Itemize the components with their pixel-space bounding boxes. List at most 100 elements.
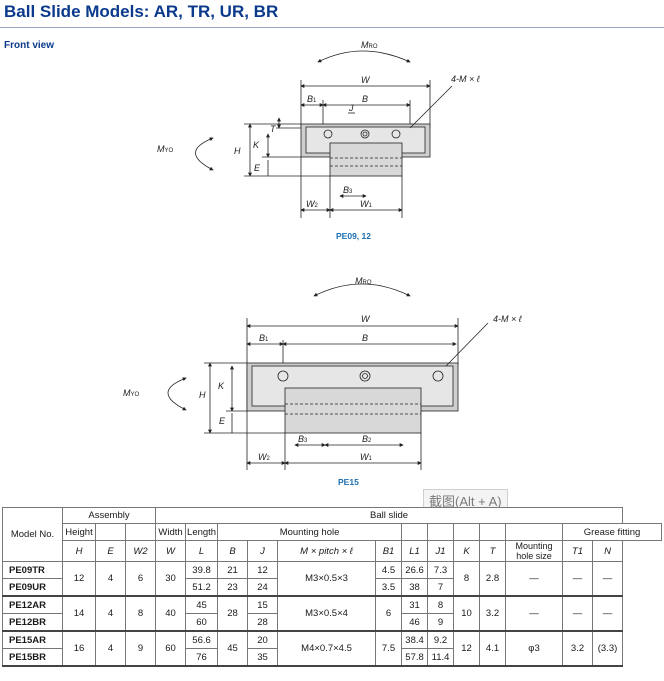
mro-label-top: MRO — [361, 40, 378, 50]
cell-m: M3×0.5×3 — [277, 561, 377, 597]
model-cell: PE09TR — [2, 561, 63, 579]
sym-l1: L1 — [401, 540, 429, 562]
h-label-top: H — [234, 146, 241, 156]
cell-b1: 4.5 — [375, 561, 403, 579]
cell-l: 76 — [185, 648, 219, 667]
b-label-top: B — [362, 94, 368, 104]
cell-w: 60 — [155, 630, 187, 667]
b1-label-bottom: B1 — [259, 333, 269, 343]
cell-t1: — — [562, 561, 594, 597]
cell-w: 40 — [155, 595, 187, 632]
cell-e: 4 — [95, 561, 126, 597]
front-view-label: Front view — [4, 40, 55, 51]
cell-l1: 57.8 — [401, 648, 429, 667]
cell-b1: 3.5 — [375, 578, 403, 597]
cell-b1: 7.5 — [375, 630, 403, 667]
cell-l1: 46 — [401, 613, 429, 632]
sym-t1: T1 — [562, 540, 594, 562]
sym-w: W — [155, 540, 187, 562]
b-label-bottom: B — [362, 333, 368, 343]
cell-l: 60 — [185, 613, 219, 632]
cell-l1: 26.6 — [401, 561, 429, 579]
myo-label-top: MYO — [157, 144, 174, 154]
cell-w2: 9 — [124, 630, 157, 667]
hole-label-bottom: 4-M × ℓ — [493, 314, 522, 324]
cell-l: 51.2 — [185, 578, 219, 597]
header-mounting-hole-size: Mounting hole size — [505, 540, 564, 562]
w-label-bottom: W — [361, 314, 371, 324]
cell-b: 45 — [217, 630, 249, 667]
e-label-bottom: E — [219, 416, 226, 426]
cell-j1: 7 — [427, 578, 455, 597]
header-mounting-hole: Mounting hole — [217, 523, 403, 541]
cell-n: — — [592, 561, 624, 597]
cell-n: — — [592, 595, 624, 632]
cell-b: 23 — [217, 578, 249, 597]
sym-j1: J1 — [427, 540, 455, 562]
header-ball-slide: Ball slide — [155, 507, 624, 524]
cell-j1: 7.3 — [427, 561, 455, 579]
sym-m: M × pitch × ℓ — [277, 540, 377, 562]
sym-n: N — [592, 540, 624, 562]
cell-j: 35 — [247, 648, 279, 667]
header-width: Width — [155, 523, 187, 541]
h-label-bottom: H — [199, 390, 206, 400]
k-label-bottom: K — [218, 381, 225, 391]
cell-t1: — — [562, 595, 594, 632]
cell-m: M3×0.5×4 — [277, 595, 377, 632]
e-label-top: E — [254, 163, 261, 173]
cell-k: 8 — [453, 561, 481, 597]
cell-t: 4.1 — [479, 630, 507, 667]
b3-label-bottom: B3 — [298, 434, 308, 444]
model-cell: PE12BR — [2, 613, 63, 632]
cell-j: 20 — [247, 630, 279, 649]
cell-n: (3.3) — [592, 630, 624, 667]
cell-h: 16 — [62, 630, 96, 667]
caption-pe15: PE15 — [338, 477, 359, 487]
w2-label-top: W2 — [306, 199, 319, 209]
cell-t: 3.2 — [479, 595, 507, 632]
cell-l: 56.6 — [185, 630, 219, 649]
j-label-top: J — [348, 103, 354, 113]
cell-e: 4 — [95, 595, 126, 632]
cell-w: 30 — [155, 561, 187, 597]
title-divider — [0, 27, 664, 28]
cell-j1: 11.4 — [427, 648, 455, 667]
sym-h: H — [62, 540, 96, 562]
b1-label-top: B1 — [307, 94, 317, 104]
cell-m: M4×0.7×4.5 — [277, 630, 377, 667]
page-title: Ball Slide Models: AR, TR, UR, BR — [4, 2, 279, 21]
cell-j1: 9 — [427, 613, 455, 632]
cell-t1: 3.2 — [562, 630, 594, 667]
cell-l: 39.8 — [185, 561, 219, 579]
k-label-top: K — [253, 140, 260, 150]
header-height: Height — [62, 523, 96, 541]
w-label-top: W — [361, 75, 371, 85]
hole-label-top: 4-M × ℓ — [451, 74, 480, 84]
sym-j: J — [247, 540, 279, 562]
cell-size: — — [505, 561, 564, 597]
cell-l1: 38.4 — [401, 630, 429, 649]
drawing-pe09-12 — [195, 50, 453, 218]
cell-l1: 38 — [401, 578, 429, 597]
model-cell: PE12AR — [2, 595, 63, 614]
t-label-top: T — [270, 124, 277, 134]
model-cell: PE09UR — [2, 578, 63, 597]
cell-e: 4 — [95, 630, 126, 667]
cell-j: 15 — [247, 595, 279, 614]
w1-label-top: W1 — [360, 199, 373, 209]
cell-j1: 9.2 — [427, 630, 455, 649]
sym-w2: W2 — [124, 540, 157, 562]
cell-j1: 8 — [427, 595, 455, 614]
cell-w2: 6 — [124, 561, 157, 597]
cell-k: 12 — [453, 630, 481, 667]
cell-b: 28 — [217, 595, 249, 632]
cell-size: — — [505, 595, 564, 632]
sym-b: B — [217, 540, 249, 562]
